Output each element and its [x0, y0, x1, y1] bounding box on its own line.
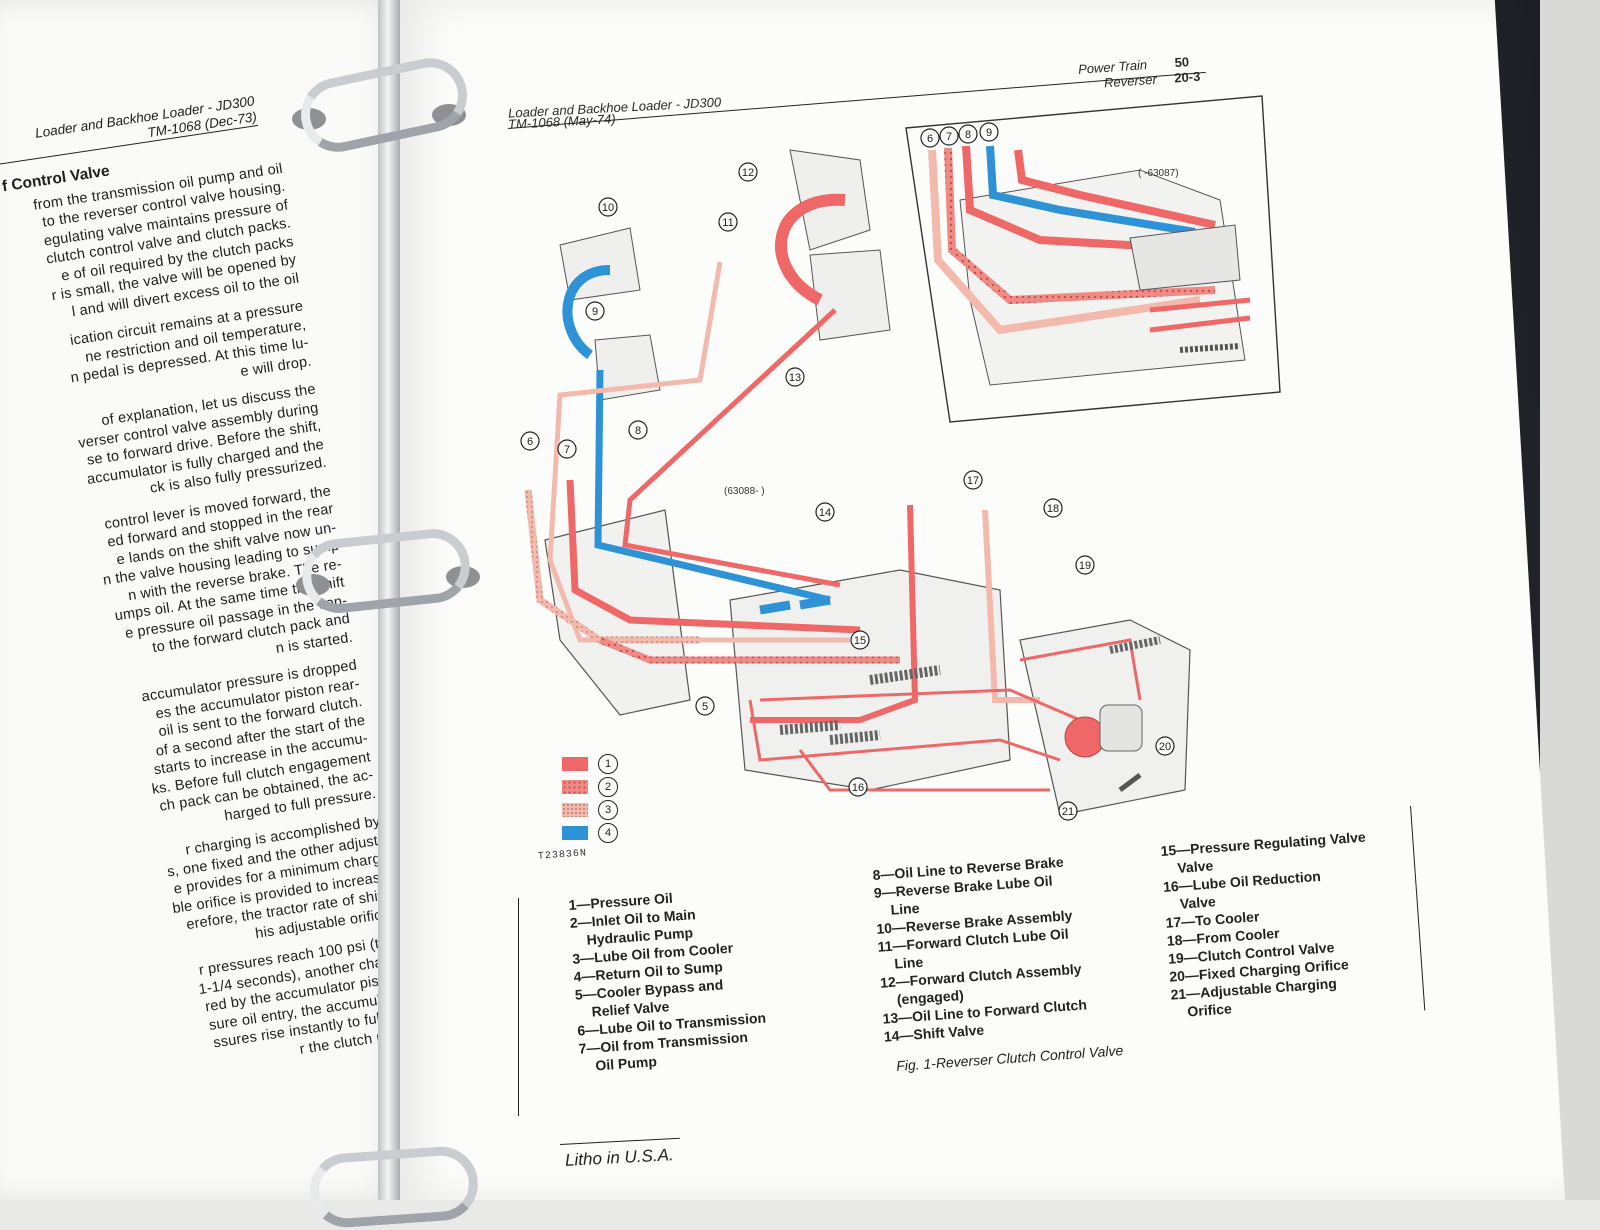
callout-number: 18	[1047, 503, 1059, 515]
binder-rod	[378, 0, 400, 1200]
callout-number: 20	[1159, 741, 1171, 753]
punch-hole	[292, 108, 326, 130]
callout-number: 6	[527, 436, 533, 448]
callout-circle	[939, 126, 959, 146]
key-column-1: 1—Pressure Oil 2—Inlet Oil to Main Hydra…	[568, 883, 769, 1076]
callout-number: 8	[635, 425, 641, 437]
callout-circle	[557, 439, 577, 459]
callout-number: 7	[946, 131, 952, 143]
legend-item-2: 2	[562, 777, 618, 797]
legend-item-1: 1	[562, 754, 618, 774]
callout-number: 9	[592, 306, 598, 318]
callout-number: 10	[602, 202, 614, 214]
key-column-3: 15—Pressure Regulating Valve Valve 16—Lu…	[1160, 828, 1377, 1022]
key-column-2: 8—Oil Line to Reverse Brake 9—Reverse Br…	[872, 852, 1089, 1046]
callout-number: 8	[965, 129, 971, 141]
callout-number: 16	[852, 782, 864, 794]
callout-circle	[1155, 736, 1175, 756]
callout-circle	[695, 696, 715, 716]
callout-circle	[520, 431, 540, 451]
callout-circle	[848, 777, 868, 797]
inset-frame	[905, 95, 1281, 423]
legend-number: 2	[598, 777, 618, 797]
callout-number: 11	[722, 217, 733, 229]
callout-circle	[785, 367, 805, 387]
legend-swatch-pressure	[562, 757, 588, 771]
legend-number: 3	[598, 800, 618, 820]
callout-circle	[979, 122, 999, 142]
callout-number: 17	[967, 475, 979, 487]
callout-circle	[815, 502, 835, 522]
callout-circle	[963, 470, 983, 490]
callout-number: 19	[1079, 560, 1091, 572]
callout-circle	[850, 630, 870, 650]
callout-circle	[628, 420, 648, 440]
punch-hole	[296, 574, 330, 596]
callout-number: 21	[1062, 806, 1074, 818]
callout-circle	[738, 162, 758, 182]
callout-number: 9	[986, 127, 992, 139]
legend-swatch-inlet	[562, 780, 588, 794]
left-page: Loader and Backhoe Loader - JD300 TM-106…	[0, 0, 413, 1200]
legend-swatch-return	[562, 826, 588, 840]
callout-circle	[1058, 801, 1078, 821]
main-reference: (63088- )	[724, 486, 765, 497]
binder-ring	[307, 1144, 481, 1230]
key-left-rule	[518, 898, 519, 1116]
callout-circle	[585, 301, 605, 321]
legend-number: 1	[598, 754, 618, 774]
legend-item-4: 4	[562, 823, 618, 843]
callout-number: 12	[742, 167, 754, 179]
callout-number: 7	[564, 444, 570, 456]
legend-item-3: 3	[562, 800, 618, 820]
callout-number: 13	[789, 372, 801, 384]
callout-circle	[1075, 555, 1095, 575]
reverser-diagram: ( -63087) (63088- ) 56789101112131415161…	[520, 95, 1281, 821]
legend-number: 4	[598, 823, 618, 843]
callout-circle	[718, 212, 738, 232]
inset-reference: ( -63087)	[1138, 168, 1179, 179]
punch-hole	[432, 104, 466, 126]
callout-circle	[920, 128, 940, 148]
callout-circle	[1043, 498, 1063, 518]
legend-swatch-lube	[562, 803, 588, 817]
callout-circle	[958, 124, 978, 144]
callout-number: 5	[702, 701, 708, 713]
punch-hole	[446, 566, 480, 588]
callout-number: 14	[819, 507, 831, 519]
callout-number: 6	[927, 133, 933, 145]
callout-circle	[598, 197, 618, 217]
callout-number: 15	[854, 635, 866, 647]
